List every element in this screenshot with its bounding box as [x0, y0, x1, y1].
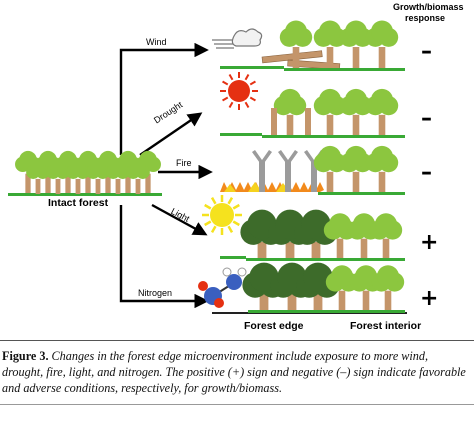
flames-icon: [220, 182, 324, 192]
intact-forest-trees: [8, 150, 162, 196]
tree: [86, 159, 110, 194]
sign-nitrogen: +: [420, 286, 439, 311]
sun-yellow-icon: [202, 195, 242, 235]
row-wind: [212, 20, 405, 71]
tree: [273, 88, 307, 135]
arrow-nitrogen: [119, 205, 209, 309]
nitrogen-molecule-icon: [198, 267, 247, 308]
response-header-line1: Growth/biomass: [393, 2, 464, 12]
sign-light: +: [420, 230, 439, 255]
caption-text: Changes in the forest edge microenvironm…: [2, 349, 466, 395]
caption-top-rule: [0, 340, 474, 341]
row-wind-trees: [279, 20, 405, 71]
tree: [365, 88, 399, 135]
tree: [126, 159, 150, 194]
dead-trees: [252, 150, 324, 192]
tree: [66, 159, 90, 194]
tree: [369, 213, 403, 258]
sign-fire: –: [421, 160, 432, 185]
response-header-line2: response: [405, 13, 446, 23]
arrow-drought: [139, 112, 203, 156]
wind-cloud-icon: [212, 28, 263, 49]
tree: [339, 88, 373, 135]
forest-interior-label: Forest interior: [350, 320, 422, 332]
figure-caption: Figure 3. Changes in the forest edge mic…: [2, 348, 472, 396]
forest-edge-label: Forest edge: [244, 320, 304, 332]
tree: [365, 20, 399, 68]
tree: [313, 88, 347, 135]
arrow-light: [151, 203, 208, 236]
tree: [371, 265, 405, 310]
row-drought-trees: [262, 88, 405, 138]
row-light: [202, 195, 405, 261]
tree: [365, 145, 399, 192]
row-drought: [220, 72, 405, 138]
sign-drought: –: [421, 106, 432, 131]
factor-label-nitrogen: Nitrogen: [138, 288, 173, 298]
intact-forest-label: Intact forest: [48, 197, 109, 209]
row-nitrogen-trees: [242, 262, 405, 313]
factor-label-fire: Fire: [176, 158, 192, 168]
sun-red-icon: [220, 72, 258, 110]
tree: [349, 265, 383, 310]
tree: [106, 159, 130, 194]
caption-bottom-rule: [0, 404, 474, 405]
tree: [339, 145, 373, 192]
row-light-trees: [240, 209, 405, 261]
tree: [313, 20, 347, 68]
arrows: [119, 42, 213, 309]
tree: [279, 20, 313, 68]
row-fire: [220, 145, 405, 195]
caption-figure-label: Figure 3.: [2, 349, 49, 363]
tree: [339, 20, 373, 68]
tree: [26, 159, 50, 194]
factor-label-wind: Wind: [146, 37, 167, 47]
arrow-wind: [119, 42, 209, 155]
tree: [46, 159, 70, 194]
row-nitrogen: [198, 262, 407, 314]
sign-wind: –: [421, 39, 432, 64]
row-fire-trees: [313, 145, 405, 195]
